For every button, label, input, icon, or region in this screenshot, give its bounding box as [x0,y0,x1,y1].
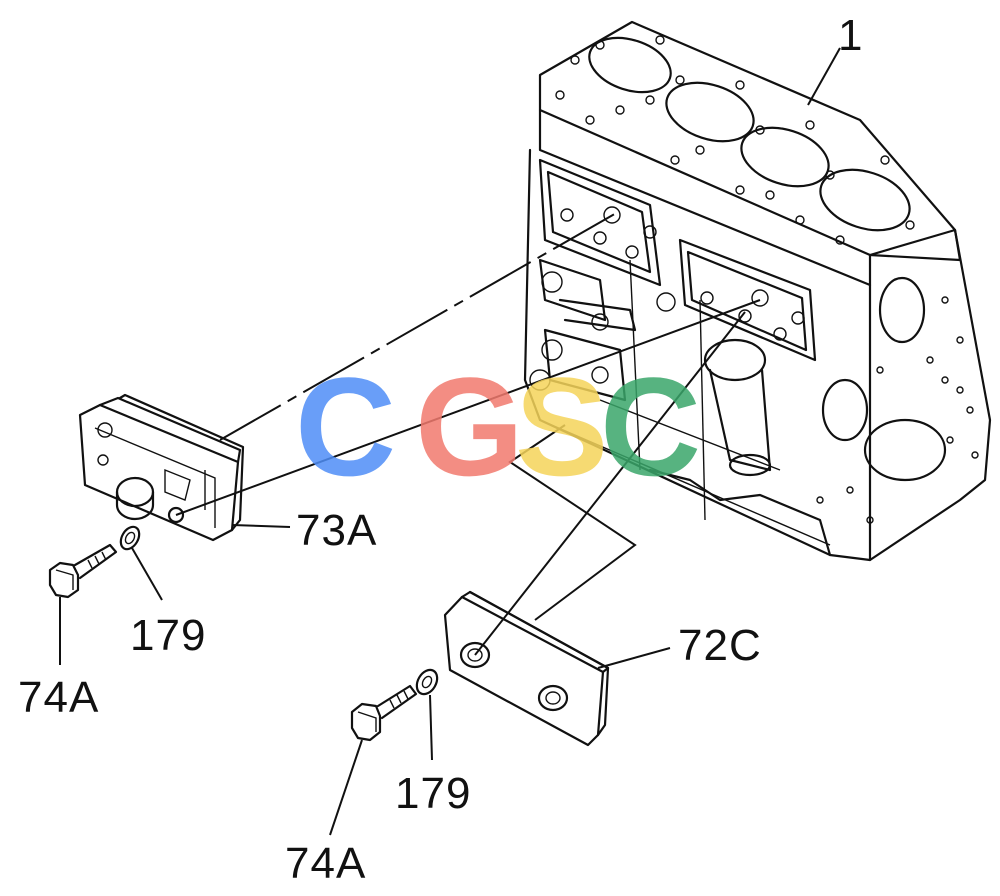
side-cover-72c [443,590,610,747]
side-cover-73a [78,393,245,542]
washer-179-lower [415,668,439,696]
callout-1: 1 [838,11,863,60]
watermark-letter-2: G [415,348,524,505]
watermark-letter-3: S [515,348,608,505]
watermark-logo: C G S C [295,348,701,505]
callout-leaders [59,47,841,836]
callout-179-upper: 179 [130,611,206,660]
washer-179-upper [119,525,141,551]
assembly-lines [175,211,761,656]
callout-72c: 72C [678,621,762,670]
bolt-74a-upper [48,543,118,599]
callout-179-lower: 179 [395,769,471,818]
engine-block [523,20,992,562]
callout-74a-lower: 74A [285,839,366,888]
callout-73a: 73A [296,506,377,555]
watermark-letter-4: C [600,348,701,505]
callout-74a-upper: 74A [18,673,99,722]
bolt-74a-lower [350,684,418,742]
watermark-letter-1: C [295,348,396,505]
